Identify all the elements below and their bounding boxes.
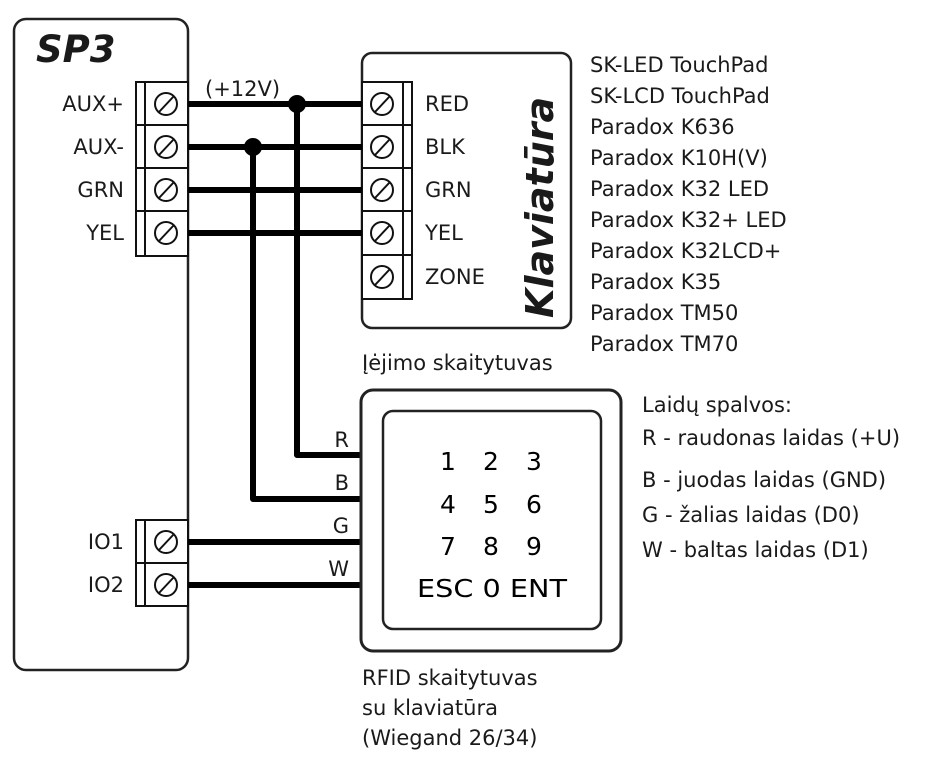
sp3-terminal-block-top <box>135 81 189 257</box>
key-6: 6 <box>526 490 542 519</box>
reader-caption-line-1: RFID skaitytuvas <box>362 666 538 690</box>
keypad-terminal-blk: BLK <box>425 135 466 159</box>
key-2: 2 <box>483 447 499 476</box>
screw-terminal-icon <box>370 178 394 202</box>
list-item: SK-LED TouchPad <box>590 53 768 77</box>
legend-item: R - raudonas laidas (+U) <box>642 426 900 450</box>
wire-reader-b <box>250 147 361 502</box>
keypad-terminal-grn: GRN <box>425 178 472 202</box>
junction-dot <box>288 95 306 113</box>
reader-caption-line-2: su klaviatūra <box>362 696 498 720</box>
legend-item: B - juodas laidas (GND) <box>642 468 886 492</box>
keypad-terminal-block <box>361 81 413 300</box>
terminal-label-aux-plus: AUX+ <box>62 92 124 116</box>
screw-terminal-icon <box>370 221 394 245</box>
legend-item: W - baltas laidas (D1) <box>642 538 869 562</box>
supply-voltage-label: (+12V) <box>205 77 280 101</box>
screw-terminal-icon <box>154 573 178 597</box>
keypad-terminal-zone: ZONE <box>425 265 485 289</box>
screw-terminal-icon <box>154 178 178 202</box>
keypad-module: RED BLK GRN YEL ZONE Klaviatūra <box>360 51 573 330</box>
terminal-label-io1: IO1 <box>88 530 124 554</box>
screw-terminal-icon <box>154 135 178 159</box>
wire-label-g: G <box>333 514 349 538</box>
key-8: 8 <box>483 532 499 561</box>
terminal-label-yel: YEL <box>85 221 124 245</box>
list-item: Paradox K35 <box>590 270 721 294</box>
sp3-controller: SP3 AUX+ AUX- GRN YEL IO1 IO2 <box>12 17 190 672</box>
compatible-keypad-list: SK-LED TouchPad SK-LCD TouchPad Paradox … <box>590 53 787 356</box>
terminal-label-grn: GRN <box>77 178 124 202</box>
list-item: Paradox TM50 <box>590 301 738 325</box>
screw-terminal-icon <box>370 265 394 289</box>
list-item: Paradox K10H(V) <box>590 146 768 170</box>
reader-heading: Įėjimo skaitytuvas <box>362 351 553 375</box>
wire-label-r: R <box>334 428 349 452</box>
key-7: 7 <box>440 532 456 561</box>
junction-dot <box>244 138 262 156</box>
wire-label-w: W <box>328 557 349 581</box>
key-row-esc-0-ent: ESC 0 ENT <box>417 574 568 603</box>
wires <box>188 101 362 588</box>
key-5: 5 <box>483 490 499 519</box>
keypad-terminal-yel: YEL <box>424 221 463 245</box>
key-4: 4 <box>440 490 456 519</box>
list-item: Paradox TM70 <box>590 332 738 356</box>
screw-terminal-icon <box>154 92 178 116</box>
legend-item: G - žalias laidas (D0) <box>642 503 860 527</box>
screw-terminal-icon <box>370 92 394 116</box>
reader-keypad-panel <box>381 409 603 631</box>
screw-terminal-icon <box>370 135 394 159</box>
reader-caption-line-3: (Wiegand 26/34) <box>362 726 537 750</box>
terminal-label-aux-minus: AUX- <box>73 135 124 159</box>
list-item: Paradox K32+ LED <box>590 208 787 232</box>
screw-terminal-icon <box>154 221 178 245</box>
wire-color-legend: Laidų spalvos: R - raudonas laidas (+U) … <box>642 393 900 562</box>
list-item: Paradox K32LCD+ <box>590 239 781 263</box>
keypad-module-title: Klaviatūra <box>518 97 562 318</box>
terminal-label-io2: IO2 <box>88 573 124 597</box>
list-item: SK-LCD TouchPad <box>590 84 770 108</box>
legend-title: Laidų spalvos: <box>642 393 792 417</box>
key-9: 9 <box>526 532 542 561</box>
sp3-terminal-block-io <box>135 519 189 607</box>
key-1: 1 <box>440 447 456 476</box>
wire-reader-r <box>294 104 361 458</box>
list-item: Paradox K32 LED <box>590 177 769 201</box>
rfid-reader: 1 2 3 4 5 6 7 8 9 ESC 0 ENT <box>359 388 623 653</box>
keypad-terminal-red: RED <box>425 92 469 116</box>
wire-label-b: B <box>335 471 349 495</box>
screw-terminal-icon <box>154 530 178 554</box>
sp3-title: SP3 <box>36 28 116 71</box>
list-item: Paradox K636 <box>590 115 735 139</box>
key-3: 3 <box>526 447 542 476</box>
